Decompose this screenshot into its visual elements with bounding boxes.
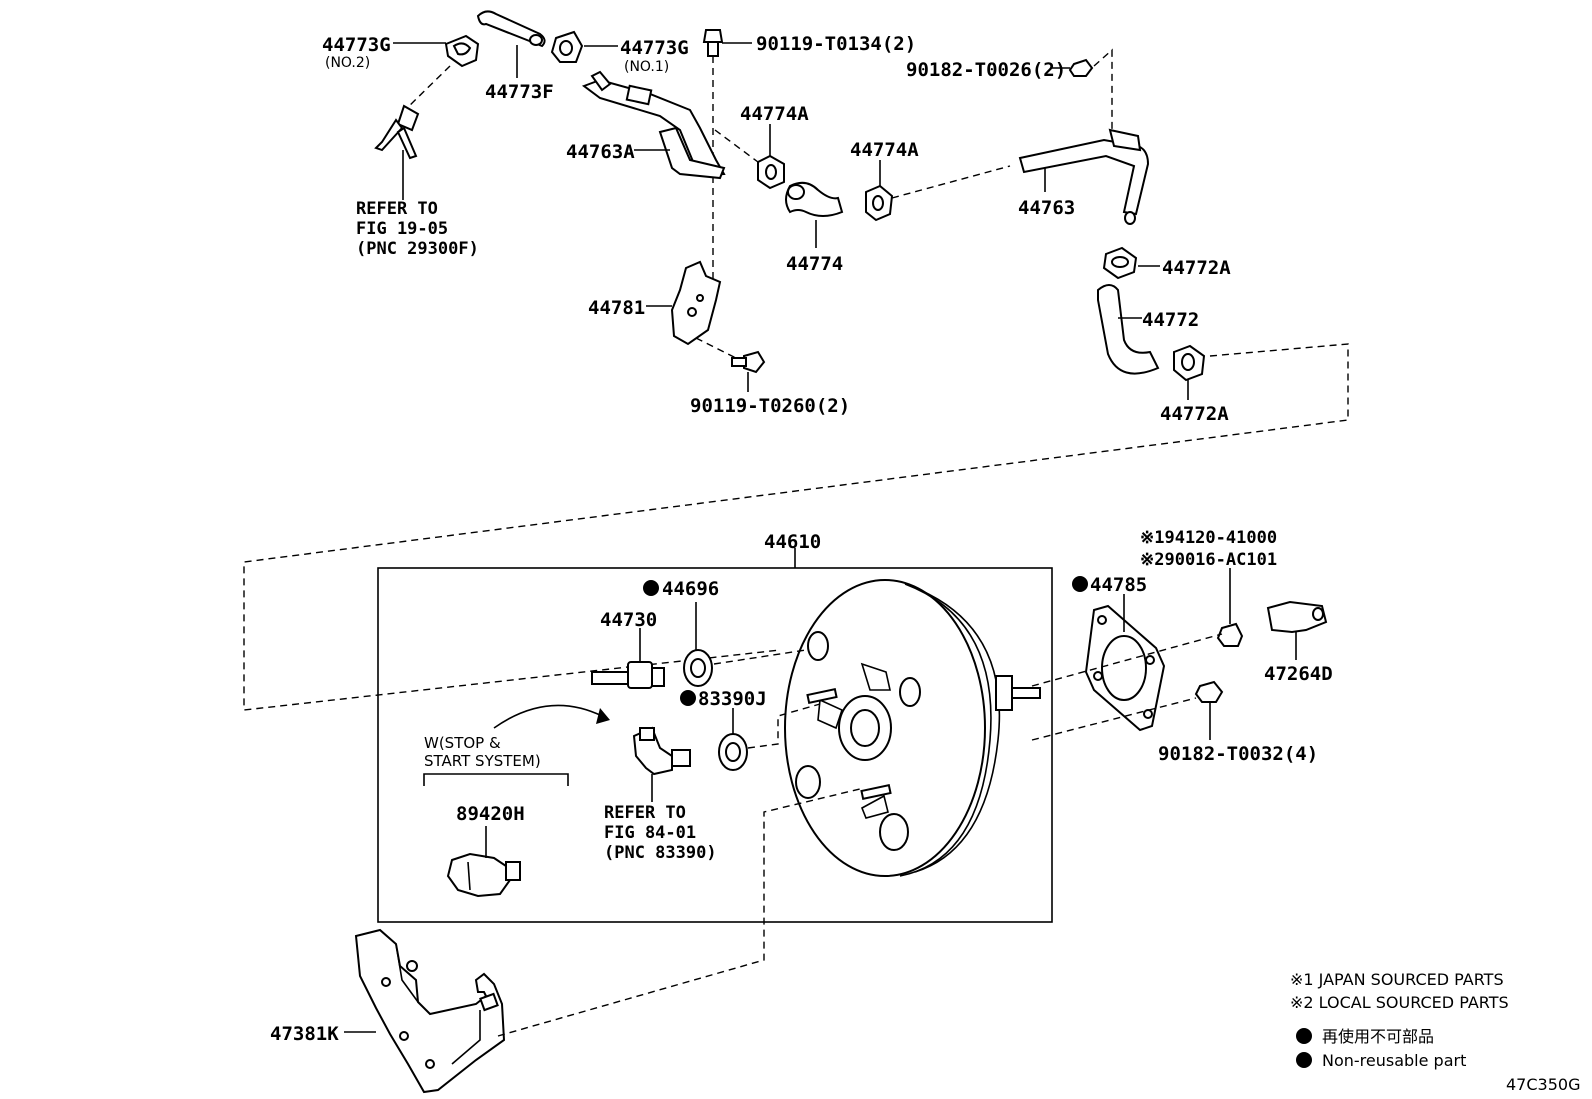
pipe-44763-part[interactable]: [1018, 128, 1150, 225]
clamp-44773g-no1-part[interactable]: [550, 30, 584, 63]
label-44773g-no2-sub: (NO.2): [325, 55, 370, 71]
sensor-ref-8401-part[interactable]: [632, 726, 691, 776]
legend-dot-1: [1296, 1028, 1312, 1044]
non-reusable-dot-83390j: [680, 690, 696, 706]
nut-90182-t0026-part[interactable]: [1068, 58, 1094, 77]
dash-44781: [695, 337, 741, 361]
gasket-44785-part[interactable]: [1084, 604, 1166, 732]
bracket-47381k-part[interactable]: [354, 928, 506, 1094]
label-90119-t0134[interactable]: 90119-T0134(2): [756, 33, 916, 55]
label-89420h[interactable]: 89420H: [456, 803, 525, 825]
legend-local-sourced: ※2 LOCAL SOURCED PARTS: [1290, 993, 1509, 1012]
dash-90182-t0032: [1031, 697, 1197, 741]
label-44774[interactable]: 44774: [786, 253, 843, 275]
label-44763[interactable]: 44763: [1018, 197, 1075, 219]
dash-47381k: [497, 787, 865, 1037]
dash-44773g-no2: [404, 65, 451, 111]
hose-44772-part[interactable]: [1097, 284, 1160, 375]
label-90182-t0032[interactable]: 90182-T0032(4): [1158, 743, 1318, 765]
dash-90182-t0026: [1093, 48, 1113, 134]
nut-90182-t0032-part[interactable]: [1194, 680, 1224, 703]
label-44773g-no1[interactable]: 44773G: [620, 37, 689, 59]
clevis-nut-part[interactable]: [1216, 622, 1244, 647]
ref1905-line3: (PNC 29300F): [356, 239, 479, 259]
dash-83390j: [747, 703, 821, 749]
hose-44774-part[interactable]: [785, 181, 844, 217]
label-44773f[interactable]: 44773F: [485, 81, 554, 103]
legend-non-reusable-jp: 再使用不可部品: [1322, 1027, 1434, 1046]
label-44772a-2[interactable]: 44772A: [1160, 403, 1229, 425]
dash-44774a-1: [714, 129, 759, 163]
clamp-44774a-2-part[interactable]: [865, 184, 894, 222]
assembly-44610-box: [377, 567, 1053, 923]
clamp-44772a-2-part[interactable]: [1173, 344, 1206, 382]
pipe-44763a-part[interactable]: [581, 70, 726, 180]
dash-hose-to-booster: [243, 343, 1349, 711]
note-194120[interactable]: ※194120-41000: [1140, 528, 1277, 548]
stop-start-arrowhead: [596, 708, 610, 724]
label-44785[interactable]: 44785: [1090, 574, 1147, 596]
bolt-90119-t0260-part[interactable]: [731, 350, 766, 374]
ref8401-line1: REFER TO: [604, 803, 686, 823]
clamp-44773g-no2-part[interactable]: [444, 34, 480, 68]
wstop-line2: START SYSTEM): [424, 752, 541, 770]
legend-dot-2: [1296, 1052, 1312, 1068]
note-290016[interactable]: ※290016-AC101: [1140, 550, 1277, 570]
grommet-83390j-part[interactable]: [718, 733, 748, 771]
label-44763a[interactable]: 44763A: [566, 141, 635, 163]
wstop-bracket: [423, 773, 569, 786]
label-47264d[interactable]: 47264D: [1264, 663, 1333, 685]
wstop-line1: W(STOP &: [424, 734, 501, 752]
clamp-44774a-1-part[interactable]: [757, 154, 785, 190]
label-90119-t0260[interactable]: 90119-T0260(2): [690, 395, 850, 417]
bracket-47264d-part[interactable]: [1266, 600, 1328, 634]
clamp-44772a-1-part[interactable]: [1102, 246, 1138, 280]
bracket-44781-part[interactable]: [670, 260, 722, 346]
label-44696[interactable]: 44696: [662, 578, 719, 600]
brake-booster-44610-part[interactable]: [784, 579, 1041, 877]
ref8401-line3: (PNC 83390): [604, 843, 717, 863]
hose-44773f-part[interactable]: [476, 10, 546, 48]
label-44781[interactable]: 44781: [588, 297, 645, 319]
label-44773g-no1-sub: (NO.1): [624, 59, 669, 75]
illustration-code: 47C350G: [1506, 1075, 1580, 1094]
label-44774a-1[interactable]: 44774A: [740, 103, 809, 125]
label-44772[interactable]: 44772: [1142, 309, 1199, 331]
label-44774a-2[interactable]: 44774A: [850, 139, 919, 161]
label-90182-t0026[interactable]: 90182-T0026(2): [906, 59, 1066, 81]
label-44610[interactable]: 44610: [764, 531, 821, 553]
label-83390j[interactable]: 83390J: [698, 688, 767, 710]
dash-44696: [713, 649, 807, 665]
legend-japan-sourced: ※1 JAPAN SOURCED PARTS: [1290, 970, 1504, 989]
non-reusable-dot-44696: [643, 580, 659, 596]
legend-non-reusable-en: Non-reusable part: [1322, 1051, 1466, 1070]
ref1905-line2: FIG 19-05: [356, 219, 448, 239]
grommet-44696-part[interactable]: [683, 649, 713, 687]
label-44730[interactable]: 44730: [600, 609, 657, 631]
label-44773g-no2[interactable]: 44773G: [322, 34, 391, 56]
stop-start-arrow: [493, 704, 603, 729]
dash-44774a-2: [891, 165, 1011, 199]
bolt-90119-t0134-part[interactable]: [702, 29, 724, 57]
label-44772a-1[interactable]: 44772A: [1162, 257, 1231, 279]
ref8401-line2: FIG 84-01: [604, 823, 696, 843]
dash-clevis: [1031, 633, 1223, 687]
check-valve-ref-part[interactable]: [374, 104, 420, 160]
label-47381k[interactable]: 47381K: [270, 1023, 339, 1045]
ref1905-line1: REFER TO: [356, 199, 438, 219]
non-reusable-dot-44785: [1072, 576, 1088, 592]
sensor-89420h-part[interactable]: [446, 852, 521, 898]
check-valve-44730-part[interactable]: [591, 661, 665, 689]
